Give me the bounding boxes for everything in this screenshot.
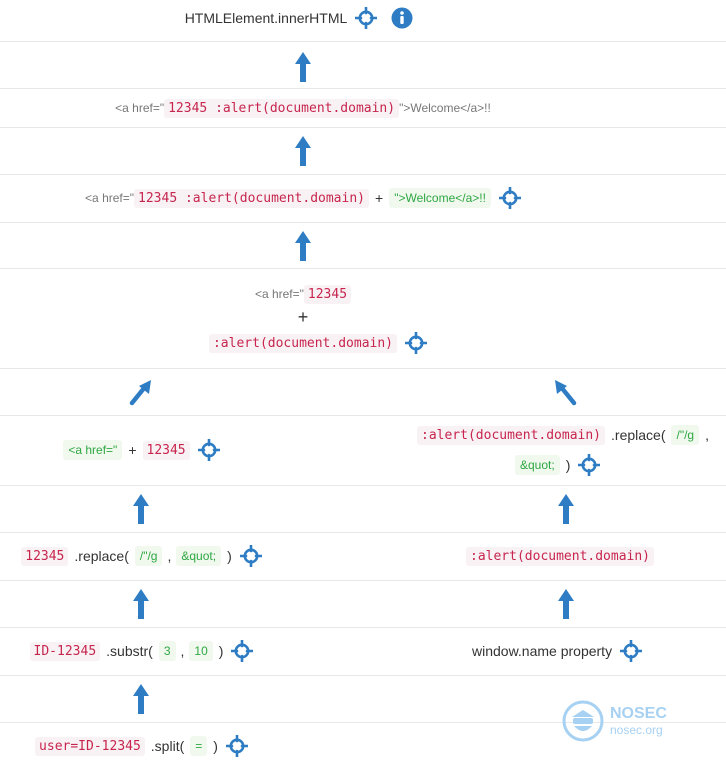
id-code: 12345: [303, 284, 352, 304]
concat-expr-row: <a href=" 12345 :alert(document.domain) …: [0, 180, 666, 216]
row-divider: [0, 174, 726, 175]
separator-arg: =: [190, 736, 208, 756]
plus-operator: +: [375, 190, 384, 206]
html-suffix: ">Welcome</a>!!: [399, 101, 491, 115]
id-code: 12345: [21, 546, 69, 566]
cookie-code: user=ID-12345: [35, 736, 145, 756]
string-literal: <a href=": [63, 440, 123, 460]
plus-operator: +: [297, 306, 309, 327]
arrow-up-left-icon: [555, 380, 577, 406]
crosshair-icon[interactable]: [355, 7, 378, 29]
arrow-up-icon: [295, 136, 311, 166]
arrow-up-icon: [558, 494, 574, 524]
nosec-badge-icon: [562, 700, 604, 742]
left-substr-row: ID-12345 .substr( 3 , 10 ): [0, 635, 283, 667]
plus-operator: +: [128, 442, 137, 458]
arrow-up-icon: [295, 231, 311, 261]
row-divider: [0, 368, 726, 369]
logo-url: nosec.org: [610, 723, 663, 737]
row-divider: [0, 415, 726, 416]
left-split-row: user=ID-12345 .split( = ): [0, 730, 283, 762]
row-divider: [0, 222, 726, 223]
substr-method: .substr(: [106, 643, 153, 659]
start-arg: 3: [158, 641, 176, 661]
arrow-up-icon: [558, 589, 574, 619]
entity-arg: &quot;: [176, 546, 222, 566]
payload-code: 12345 :alert(document.domain): [164, 98, 400, 118]
replace-method: .replace(: [74, 548, 129, 564]
entity-arg: &quot;: [515, 455, 560, 475]
window-name-label: window.name property: [472, 643, 613, 659]
left-replace-row: 12345 .replace( /"/g , &quot; ): [0, 540, 283, 572]
logo-name: NOSEC: [610, 705, 667, 722]
arrow-up-icon: [133, 589, 149, 619]
payload-code: :alert(document.domain): [208, 333, 397, 353]
close-paren: ): [227, 548, 232, 564]
row-divider: [0, 722, 726, 723]
replace-method: .replace(: [611, 427, 666, 443]
arrow-up-icon: [133, 494, 149, 524]
close-paren: ): [218, 643, 224, 659]
payload-code: :alert(document.domain): [417, 425, 606, 445]
payload-code: :alert(document.domain): [466, 546, 655, 566]
regex-arg: /"/g: [134, 546, 163, 566]
row-divider: [0, 88, 726, 89]
left-concat-row: <a href=" + 12345: [0, 434, 283, 466]
regex-arg: /"/g: [671, 425, 700, 445]
close-paren: ): [565, 457, 571, 473]
row-divider: [0, 41, 726, 42]
right-window-row: window.name property: [472, 635, 643, 667]
arrow-up-icon: [133, 684, 149, 714]
crosshair-icon[interactable]: [498, 187, 521, 209]
right-replace-row: :alert(document.domain) .replace( /"/g ,…: [417, 420, 717, 480]
sink-label: HTMLElement.innerHTML: [184, 10, 348, 26]
sink-row: HTMLElement.innerHTML: [0, 0, 662, 36]
crosshair-icon[interactable]: [578, 454, 601, 476]
id-code: ID-12345: [29, 641, 101, 661]
arrow-up-right-icon: [129, 380, 151, 406]
id-code: 12345: [142, 440, 190, 460]
crosshair-icon[interactable]: [197, 439, 220, 461]
row-divider: [0, 268, 726, 269]
crosshair-icon[interactable]: [405, 332, 427, 354]
crosshair-icon[interactable]: [231, 640, 254, 662]
right-source-row: :alert(document.domain): [466, 540, 655, 572]
row-divider: [0, 485, 726, 486]
concat-block: <a href=" 12345 + :alert(document.domain…: [0, 276, 666, 364]
info-icon[interactable]: [391, 7, 413, 29]
nosec-logo: NOSEC nosec.org: [562, 700, 667, 742]
html-prefix: <a href=": [85, 191, 135, 205]
row-divider: [0, 627, 726, 628]
concat-result-row: <a href=" 12345 :alert(document.domain) …: [0, 92, 666, 124]
crosshair-icon[interactable]: [225, 735, 248, 757]
payload-code: 12345 :alert(document.domain): [134, 188, 369, 208]
arrow-up-icon: [295, 52, 311, 82]
row-divider: [0, 675, 726, 676]
row-divider: [0, 580, 726, 581]
split-method: .split(: [150, 738, 185, 754]
row-divider: [0, 532, 726, 533]
length-arg: 10: [189, 641, 213, 661]
crosshair-icon[interactable]: [239, 545, 262, 567]
html-prefix: <a href=": [254, 287, 304, 301]
arg-comma: ,: [167, 548, 172, 564]
row-divider: [0, 127, 726, 128]
arg-comma: ,: [705, 427, 709, 443]
close-paren: ): [213, 738, 218, 754]
string-literal: ">Welcome</a>!!: [389, 188, 491, 208]
arg-comma: ,: [180, 643, 185, 659]
crosshair-icon[interactable]: [620, 640, 643, 662]
html-prefix: <a href=": [115, 101, 165, 115]
